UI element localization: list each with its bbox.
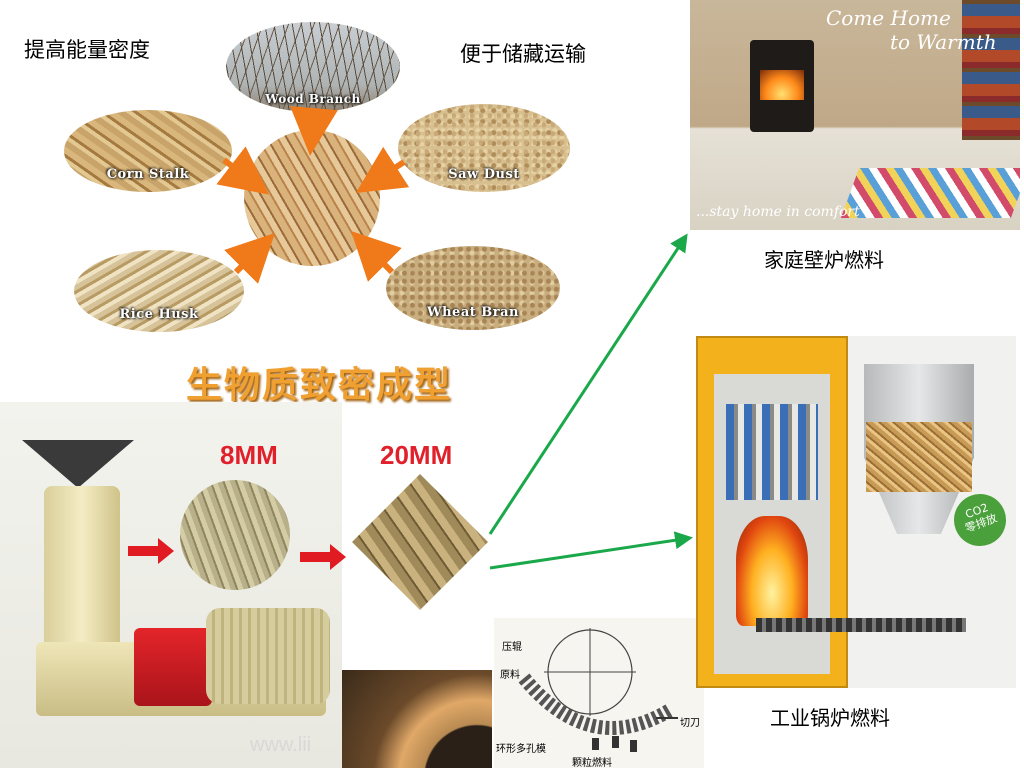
hopper-pellets [866,422,972,492]
schematic-pellet-fuel-label: 颗粒燃料 [572,758,612,768]
ring-die-arc [518,673,674,735]
red-coupling [134,628,212,706]
stay-home-tagline: ...stay home in comfort [696,204,860,220]
storage-transport-caption: 便于储藏运输 [460,42,586,66]
play-rug [840,168,1020,218]
combustion-flame [736,516,808,626]
ring-die-photo [342,670,492,768]
home-fireplace-photo: Come Home to Warmth ...stay home in comf… [690,0,1020,230]
wood-branch-oval: Wood Branch [226,22,400,112]
come-home-line2: to Warmth [890,30,997,54]
rice-husk-oval: Rice Husk [74,250,244,332]
heat-exchanger-tubes [726,404,818,500]
electric-motor [206,608,330,704]
size-20mm-label: 20MM [380,440,453,470]
watermark: www.lii [250,734,312,756]
wheat-bran-oval: Wheat Bran [386,246,560,330]
home-fireplace-caption: 家庭壁炉燃料 [764,248,884,272]
pellet-2 [630,740,637,752]
wood-branch-label: Wood Branch [265,92,361,106]
schematic-roller-label: 压辊 [502,642,522,653]
saw-dust-oval: Saw Dust [398,104,570,192]
schematic-ring-die-label: 环形多孔模 [496,744,546,755]
arrow-from-wheat-bran [351,231,402,282]
pellets-center-image [244,130,380,266]
stove-fire [760,70,804,100]
schematic-material-label: 原料 [500,670,520,681]
corn-stalk-oval: Corn Stalk [64,110,232,192]
bookshelf [962,0,1020,140]
wood-stove [750,40,814,132]
pellet-1 [612,736,619,748]
saw-dust-label: Saw Dust [448,167,520,182]
arrow-to-industrial-boiler [489,531,693,570]
industrial-boiler-diagram: CO2 零排放 [696,336,1016,688]
pellets-8mm-image [180,480,290,590]
wheat-bran-label: Wheat Bran [427,305,519,320]
main-title: 生物质致密成型 [186,365,453,406]
come-home-line1: Come Home [826,6,951,30]
corn-stalk-label: Corn Stalk [106,167,190,182]
size-8mm-label: 8MM [220,440,278,470]
machine-column [44,486,120,656]
feed-auger [756,618,966,632]
schematic-cutter-label: 切刀 [680,718,700,729]
rice-husk-label: Rice Husk [119,307,199,322]
schematic-drawing [518,628,678,752]
pellet-machine-photo: www.lii [0,402,342,768]
arrow-from-rice-husk [224,233,275,284]
pellet-3 [592,738,599,750]
industrial-boiler-caption: 工业锅炉燃料 [770,706,890,730]
energy-density-caption: 提高能量密度 [24,38,150,62]
hopper [22,440,134,488]
pelletizing-schematic: 压辊 原料 环形多孔模 颗粒燃料 切刀 [494,618,704,768]
pellets-20mm-image [352,474,488,610]
